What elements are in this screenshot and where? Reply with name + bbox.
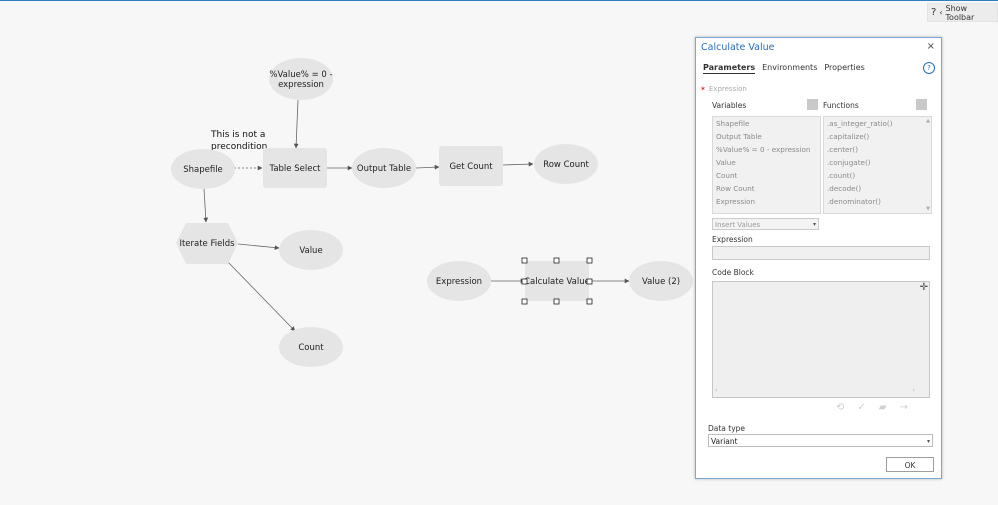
insert-values-dropdown[interactable]: Insert Values ▾	[712, 218, 819, 230]
variable-item[interactable]: Count	[716, 171, 738, 180]
scroll-right-icon[interactable]: ›	[912, 387, 915, 394]
data-type-value: Variant	[711, 437, 738, 446]
help-icon[interactable]: ?	[931, 7, 937, 18]
variable-item[interactable]: Shapefile	[716, 119, 750, 128]
function-item[interactable]: .capitalize()	[827, 132, 870, 141]
node-expression-label: Expression	[436, 277, 482, 287]
expression-input[interactable]	[712, 246, 930, 260]
node-calculate-value-label: Calculate Value	[524, 277, 590, 287]
node-value-expression[interactable]: %Value% = 0 - expression	[269, 58, 333, 100]
ok-button[interactable]: OK	[886, 457, 934, 472]
code-block-editor[interactable]: ✛ ‹ ›	[712, 281, 930, 398]
node-row-count-label: Row Count	[543, 160, 589, 170]
show-toolbar-button[interactable]: ? ‹ Show Toolbar	[927, 3, 998, 22]
variables-sort-icon[interactable]	[807, 99, 818, 110]
dialog-tabs: Parameters Environments Properties	[703, 63, 865, 74]
tab-environments[interactable]: Environments	[762, 63, 818, 72]
scroll-down-icon[interactable]: ▼	[926, 206, 930, 212]
variables-label: Variables	[712, 101, 747, 110]
chevron-down-icon: ▾	[926, 438, 930, 445]
function-item[interactable]: .conjugate()	[827, 158, 871, 167]
calculate-value-dialog: Calculate Value × Parameters Environment…	[695, 37, 942, 479]
data-type-label: Data type	[708, 424, 746, 433]
node-shapefile-label: Shapefile	[183, 165, 223, 175]
show-toolbar-label: Show Toolbar	[945, 3, 975, 22]
node-count-label: Count	[298, 343, 324, 353]
function-item[interactable]: .count()	[827, 171, 856, 180]
connectors	[203, 99, 630, 332]
connector-shapefile-iteratefields	[203, 188, 209, 223]
insert-values-text: Insert Values	[715, 221, 761, 229]
variables-list[interactable]: Shapefile Output Table %Value% = 0 - exp…	[712, 116, 821, 214]
node-get-count-label: Get Count	[449, 162, 493, 172]
verify-check-icon[interactable]: ✓	[857, 402, 866, 413]
node-table-select-label: Table Select	[269, 164, 322, 174]
expression-required-text: Expression	[708, 85, 747, 93]
node-value-2[interactable]: Value (2)	[629, 261, 693, 301]
functions-label: Functions	[823, 101, 859, 110]
functions-sort-icon[interactable]	[916, 99, 927, 110]
tab-parameters[interactable]: Parameters	[703, 63, 756, 74]
node-shapefile[interactable]: Shapefile	[171, 149, 235, 189]
function-item[interactable]: .denominator()	[827, 197, 881, 206]
precondition-note-line1: This is not a	[210, 130, 265, 140]
chevron-down-icon: ▾	[812, 221, 816, 228]
expression-label: Expression	[712, 235, 753, 244]
node-value-2-label: Value (2)	[642, 277, 680, 287]
node-count[interactable]: Count	[279, 327, 343, 367]
scroll-up-icon[interactable]: ▲	[926, 118, 930, 124]
precondition-note-line2: precondition	[211, 142, 267, 152]
expand-plus-icon[interactable]: ✛	[919, 282, 928, 293]
node-calculate-value[interactable]: Calculate Value	[521, 257, 593, 305]
resize-grip-icon[interactable]: ⋰	[934, 470, 940, 477]
code-block-label: Code Block	[712, 268, 754, 277]
window-top-border	[0, 0, 998, 1]
node-output-table[interactable]: Output Table	[352, 148, 416, 188]
node-get-count[interactable]: Get Count	[439, 146, 503, 186]
horizontal-scrollbar[interactable]: ‹ ›	[715, 387, 915, 395]
node-expression[interactable]: Expression	[427, 261, 491, 301]
variable-item[interactable]: Expression	[716, 197, 756, 206]
node-value-expression-line1: %Value% = 0 -	[269, 70, 332, 80]
node-iterate-fields[interactable]: Iterate Fields	[176, 223, 238, 264]
question-circle-icon[interactable]: ?	[923, 62, 935, 74]
node-table-select[interactable]: Table Select	[263, 148, 327, 188]
node-value[interactable]: Value	[279, 230, 343, 270]
variable-item[interactable]: %Value% = 0 - expression	[716, 145, 811, 154]
variable-item[interactable]: Output Table	[716, 132, 762, 141]
functions-list[interactable]: .as_integer_ratio() .capitalize() .cente…	[823, 116, 932, 214]
expression-required-label: ✶Expression	[700, 85, 747, 93]
node-value-label: Value	[299, 246, 322, 256]
selection-handles[interactable]	[521, 257, 593, 305]
data-type-dropdown[interactable]: Variant ▾	[708, 434, 933, 447]
connector-expression-tableselect	[293, 99, 299, 149]
function-item[interactable]: .center()	[827, 145, 859, 154]
export-arrow-icon[interactable]: →	[899, 402, 908, 413]
node-value-expression-line2: expression	[278, 80, 324, 90]
undo-icon[interactable]: ⟲	[836, 402, 845, 413]
variable-item[interactable]: Value	[716, 158, 736, 167]
open-folder-icon[interactable]: ▰	[878, 402, 887, 413]
required-asterisk: ✶	[700, 85, 706, 93]
dialog-title: Calculate Value	[701, 42, 775, 53]
node-row-count[interactable]: Row Count	[534, 144, 598, 184]
function-item[interactable]: .decode()	[827, 184, 862, 193]
connector-outputtable-getcount	[415, 164, 440, 170]
connector-iteratefields-value	[237, 243, 280, 250]
function-item[interactable]: .as_integer_ratio()	[827, 119, 893, 128]
chevron-left-icon: ‹	[939, 8, 943, 17]
connector-iteratefields-count	[225, 259, 296, 332]
connector-getcount-rowcount	[502, 161, 534, 167]
node-iterate-fields-label: Iterate Fields	[179, 239, 235, 249]
code-tools: ⟲ ✓ ▰ →	[836, 402, 908, 413]
tab-properties[interactable]: Properties	[824, 63, 865, 72]
close-icon[interactable]: ×	[926, 41, 935, 52]
node-output-table-label: Output Table	[357, 164, 411, 174]
variable-item[interactable]: Row Count	[716, 184, 755, 193]
scroll-left-icon[interactable]: ‹	[715, 387, 718, 394]
